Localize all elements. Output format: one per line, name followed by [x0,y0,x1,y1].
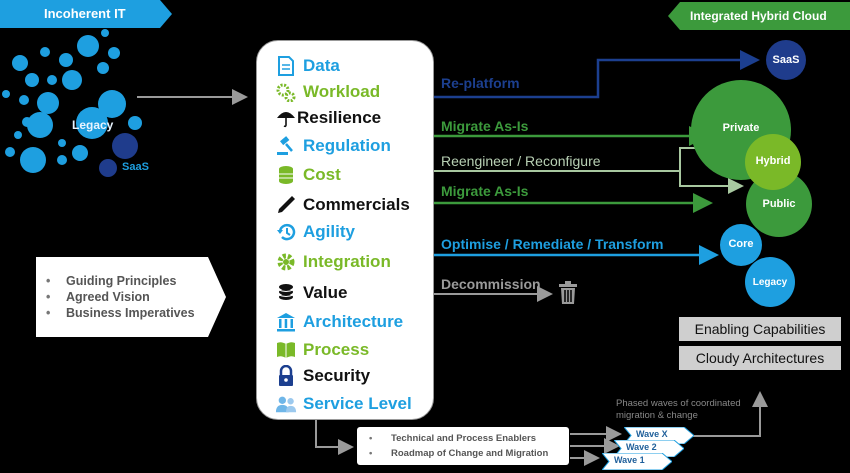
waves-progress-arrow [692,391,768,437]
factor-label: Workload [303,82,381,101]
route-reengineer: Reengineer / Reconfigure [441,153,601,169]
factor-label: Service Level [303,394,412,413]
factor-label: Integration [303,252,391,271]
guiding-item: Business Imperatives [36,305,195,321]
legacy-bubble-cluster [2,29,142,177]
private-cloud-label: Private [722,122,760,134]
legacy-cluster-label: Legacy [72,118,114,132]
legacy-target-circle [745,257,795,307]
coins-icon [275,164,297,186]
factor-resilience: Resilience [275,106,381,130]
factor-label: Data [303,56,340,75]
saas-target-circle [766,40,806,80]
incoherent-it-banner: Incoherent IT [0,0,172,28]
hybrid-cloud-circle [745,134,801,190]
factor-commercials: Commercials [275,193,410,217]
enabler-item: Technical and Process Enablers [357,431,569,446]
route-decommission: Decommission [441,276,541,292]
users-icon [275,393,297,415]
waves-note-line: Phased waves of coordinated [616,398,741,409]
route-migrate-as-is-2: Migrate As-Is [441,183,529,199]
factor-label: Resilience [297,108,382,127]
factor-label: Cost [303,165,341,184]
enablers-connector [315,420,354,455]
factor-label: Security [303,366,371,385]
guiding-item: Guiding Principles [36,273,195,289]
incoherent-it-title: Incoherent IT [44,6,126,21]
saas-target-label: SaaS [772,54,800,66]
gear-icon [275,251,297,273]
integrated-hybrid-cloud-title: Integrated Hybrid Cloud [690,9,827,23]
factor-label: Commercials [303,195,410,214]
pen-icon [275,194,297,216]
coin-stack-icon [275,282,297,304]
trash-icon [558,281,578,310]
core-label: Core [728,238,754,250]
factor-label: Regulation [303,136,391,155]
factor-process: Process [275,338,369,362]
factor-architecture: Architecture [275,310,403,334]
legacy-target-label: Legacy [752,277,788,288]
core-circle [720,224,762,266]
guiding-principles-box: Guiding Principles Agreed Vision Busines… [36,257,226,337]
route-replatform: Re-platform [441,75,520,91]
public-cloud-label: Public [762,198,796,210]
enabler-item: Roadmap of Change and Migration [357,446,569,461]
enablers-box: Technical and Process Enablers Roadmap o… [357,427,569,465]
factor-cost: Cost [275,163,341,187]
factor-service-level: Service Level [275,392,412,416]
hybrid-cloud-label: Hybrid [755,155,791,167]
umbrella-icon [275,107,297,129]
wave-2-label: Wave 2 [626,442,657,452]
factor-agility: Agility [275,220,355,244]
lock-icon [275,365,297,387]
factor-regulation: Regulation [275,134,391,158]
enabling-capabilities-box: Enabling Capabilities [679,317,841,341]
wave-1-chevron: Wave 1 [602,453,672,470]
wave-1-label: Wave 1 [614,455,645,465]
wave-x-label: Wave X [636,429,668,439]
factor-value: Value [275,281,347,305]
gavel-icon [275,135,297,157]
decision-factors-panel: Data Workload Resilience Regulation Cost… [256,40,434,420]
factor-security: Security [275,364,370,388]
gears-icon [275,81,297,103]
columns-icon [275,311,297,333]
factor-label: Agility [303,222,355,241]
factor-label: Process [303,340,370,359]
guiding-item: Agreed Vision [36,289,195,305]
factor-integration: Integration [275,250,391,274]
replatform-arrow [433,50,760,99]
book-icon [275,339,297,361]
integrated-hybrid-cloud-banner: Integrated Hybrid Cloud [668,2,850,30]
history-icon [275,221,297,243]
route-optimise: Optimise / Remediate / Transform [441,236,664,252]
waves-note: Phased waves of coordinated migration & … [616,398,766,422]
factor-label: Value [303,283,348,302]
route-migrate-as-is-1: Migrate As-Is [441,118,529,134]
factor-data: Data [275,54,340,78]
cloudy-architectures-box: Cloudy Architectures [679,346,841,370]
document-icon [275,55,297,77]
waves-note-line: migration & change [616,410,698,421]
factor-label: Architecture [303,312,404,331]
saas-cluster-label: SaaS [122,161,149,173]
factor-workload: Workload [275,80,380,104]
